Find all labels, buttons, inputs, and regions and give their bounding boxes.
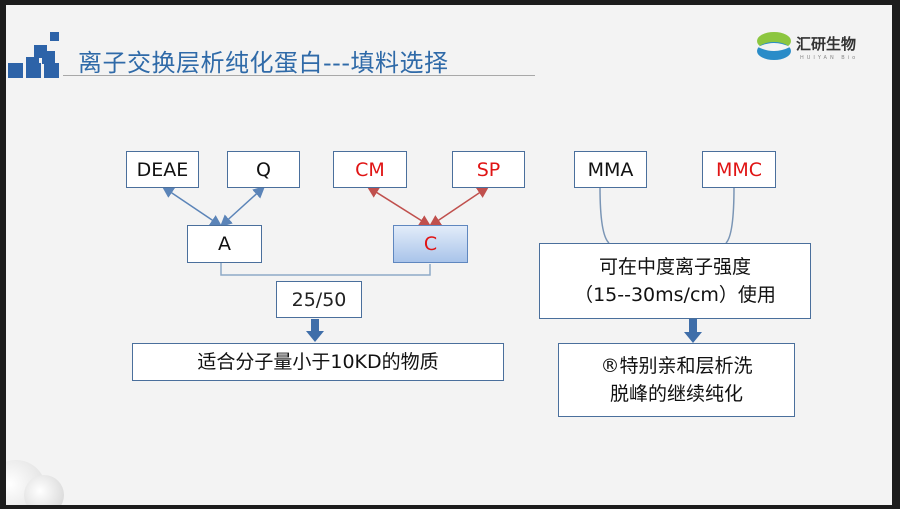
title-underline	[63, 75, 535, 76]
box-deae: DEAE	[126, 151, 199, 188]
bracket-a-c	[220, 262, 431, 276]
down-arrow-left	[306, 319, 324, 342]
deco-circle-2	[24, 475, 64, 505]
deco-square-7	[44, 63, 59, 78]
slide: 离子交换层析纯化蛋白---填料选择 汇研生物 HUIYAN Bio	[6, 5, 892, 505]
box-a: A	[187, 225, 262, 263]
page-title: 离子交换层析纯化蛋白---填料选择	[78, 49, 449, 77]
diagram-connectors	[161, 185, 735, 343]
box-ratio: 25/50	[276, 281, 362, 318]
box-mma: MMA	[574, 151, 647, 188]
box-sp: SP	[452, 151, 525, 188]
deco-square-3	[42, 51, 55, 64]
down-arrow-right	[684, 319, 702, 343]
right-result-line-1: ®特别亲和层析洗	[600, 355, 753, 377]
box-mmc: MMC	[702, 151, 776, 188]
arrow-cm-c	[366, 186, 432, 227]
box-c: C	[393, 225, 468, 263]
bracket-mma-mmc	[599, 186, 610, 244]
deco-square-5	[8, 63, 23, 78]
condition-line-1: 可在中度离子强度	[598, 256, 751, 278]
logo-subtitle: HUIYAN Bio	[800, 55, 859, 61]
logo-icon	[757, 32, 791, 60]
box-condition: 可在中度离子强度 （15--30ms/cm）使用	[539, 243, 811, 319]
logo-name: 汇研生物	[796, 35, 857, 53]
box-cm: CM	[333, 151, 407, 188]
right-result-line-2: 脱峰的继续纯化	[609, 383, 743, 405]
arrow-sp-c	[428, 186, 490, 227]
bracket-mmc-right	[725, 186, 735, 244]
box-right-result: ®特别亲和层析洗 脱峰的继续纯化	[558, 343, 795, 417]
deco-square-6	[26, 63, 41, 78]
box-left-result: 适合分子量小于10KD的物质	[132, 343, 504, 381]
condition-line-2: （15--30ms/cm）使用	[574, 284, 776, 306]
logo: 汇研生物 HUIYAN Bio	[754, 27, 884, 69]
deco-square-1	[50, 32, 59, 41]
box-q: Q	[227, 151, 300, 188]
arrow-deae-a	[161, 186, 223, 227]
arrow-q-a	[219, 185, 266, 228]
